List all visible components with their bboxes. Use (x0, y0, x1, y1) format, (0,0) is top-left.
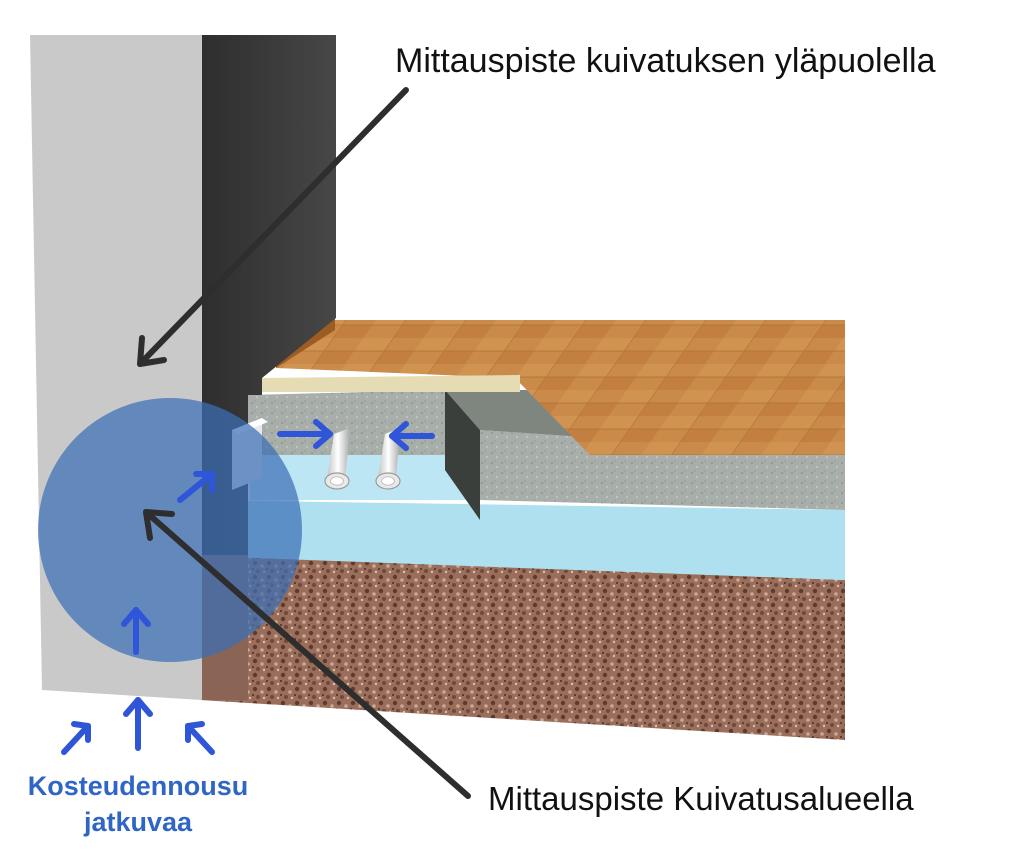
arrow-up-right-icon (177, 471, 215, 503)
arrow-diagonal-icon (137, 87, 409, 367)
pipe-left (324, 428, 350, 490)
arrow-up-icon (121, 607, 151, 655)
label-moisture-rise-line2: jatkuvaa (83, 807, 193, 837)
arrow-left-icon (389, 421, 435, 451)
arrow-right-icon (277, 419, 333, 449)
label-measurement-above-drying: Mittauspiste kuivatuksen yläpuolella (395, 42, 936, 80)
label-moisture-rise-line1: Kosteudennousu (27, 771, 249, 801)
pipe-right (375, 428, 401, 490)
concrete-slab (200, 455, 845, 580)
label-measurement-in-drying-area: Mittauspiste Kuivatusalueella (488, 780, 914, 817)
moisture-arrows (61, 607, 215, 755)
arrow-up-icon (123, 697, 153, 751)
arrow-diagonal-icon (143, 509, 471, 799)
gravel-layer (200, 555, 845, 740)
inflow-arrows (177, 419, 435, 503)
arrow-up-left-icon (185, 721, 215, 755)
pointer-arrows (137, 87, 471, 799)
drying-pipes (324, 428, 401, 490)
arrow-up-right-icon (61, 721, 91, 755)
label-moisture-rise: Kosteudennousu jatkuvaa (4, 768, 272, 840)
